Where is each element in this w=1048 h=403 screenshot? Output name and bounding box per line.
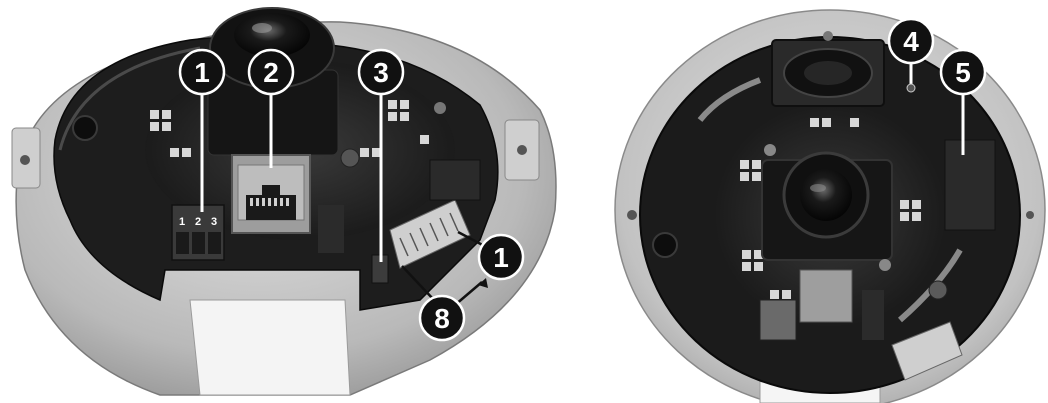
right-screw-hole-right	[928, 280, 948, 300]
callout-3-label: 3	[373, 57, 389, 88]
right-lens-assembly	[761, 144, 893, 271]
callout-2: 2	[247, 48, 295, 96]
terminal-pin-label-3: 3	[211, 216, 217, 228]
left-lens-reflection	[252, 23, 272, 33]
callout-1-left-label: 1	[194, 57, 210, 88]
right-side-board	[944, 139, 996, 231]
left-plate-cutout	[189, 299, 351, 396]
left-multipin-connector	[389, 159, 481, 269]
right-tab-hole-left	[627, 210, 637, 220]
left-board-label	[318, 205, 344, 253]
left-camera-photo: 1 2 3	[11, 7, 557, 396]
right-pointer-lines	[909, 60, 965, 155]
left-board-component	[340, 148, 360, 168]
right-leds	[740, 118, 921, 299]
left-cable-grommet	[434, 102, 446, 114]
right-camera-photo: 4 5	[614, 9, 1046, 403]
callout-4: 4	[887, 17, 935, 65]
callout-1-right-label: 1	[493, 242, 509, 273]
left-pointer-lines	[200, 90, 383, 262]
left-tab-hole-1	[20, 155, 30, 165]
left-screw-hole	[72, 115, 98, 141]
right-tab-hole-right	[1026, 211, 1034, 219]
arrowhead-8-to-1	[478, 278, 488, 288]
callout-8-label: 8	[434, 303, 450, 334]
callout-5-label: 5	[955, 57, 971, 88]
left-leds	[150, 100, 429, 157]
speaker	[771, 31, 885, 107]
terminal-pin-label-2: 2	[195, 216, 201, 228]
right-screw-hole-left	[652, 232, 678, 258]
callout-8: 8	[418, 294, 466, 342]
terminal-pin-label-1: 1	[179, 216, 185, 228]
right-multipin-connector	[891, 321, 963, 381]
callout-3: 3	[357, 48, 405, 96]
right-terminal-block	[759, 299, 797, 341]
callout-4-label: 4	[903, 26, 919, 57]
right-housing-gap-left	[697, 77, 762, 122]
microphone-hole	[906, 83, 916, 93]
left-tab-hole-2	[517, 145, 527, 155]
terminal-block: 1 2 3	[171, 204, 225, 261]
callout-5: 5	[939, 48, 987, 96]
callout-1-right: 1	[477, 233, 525, 281]
right-rj45-port	[799, 269, 853, 323]
left-lens-glass	[234, 13, 310, 57]
right-board-label	[862, 290, 884, 340]
left-housing-rim	[58, 46, 201, 151]
callout-2-label: 2	[263, 57, 279, 88]
callout-1-left: 1	[178, 48, 226, 96]
